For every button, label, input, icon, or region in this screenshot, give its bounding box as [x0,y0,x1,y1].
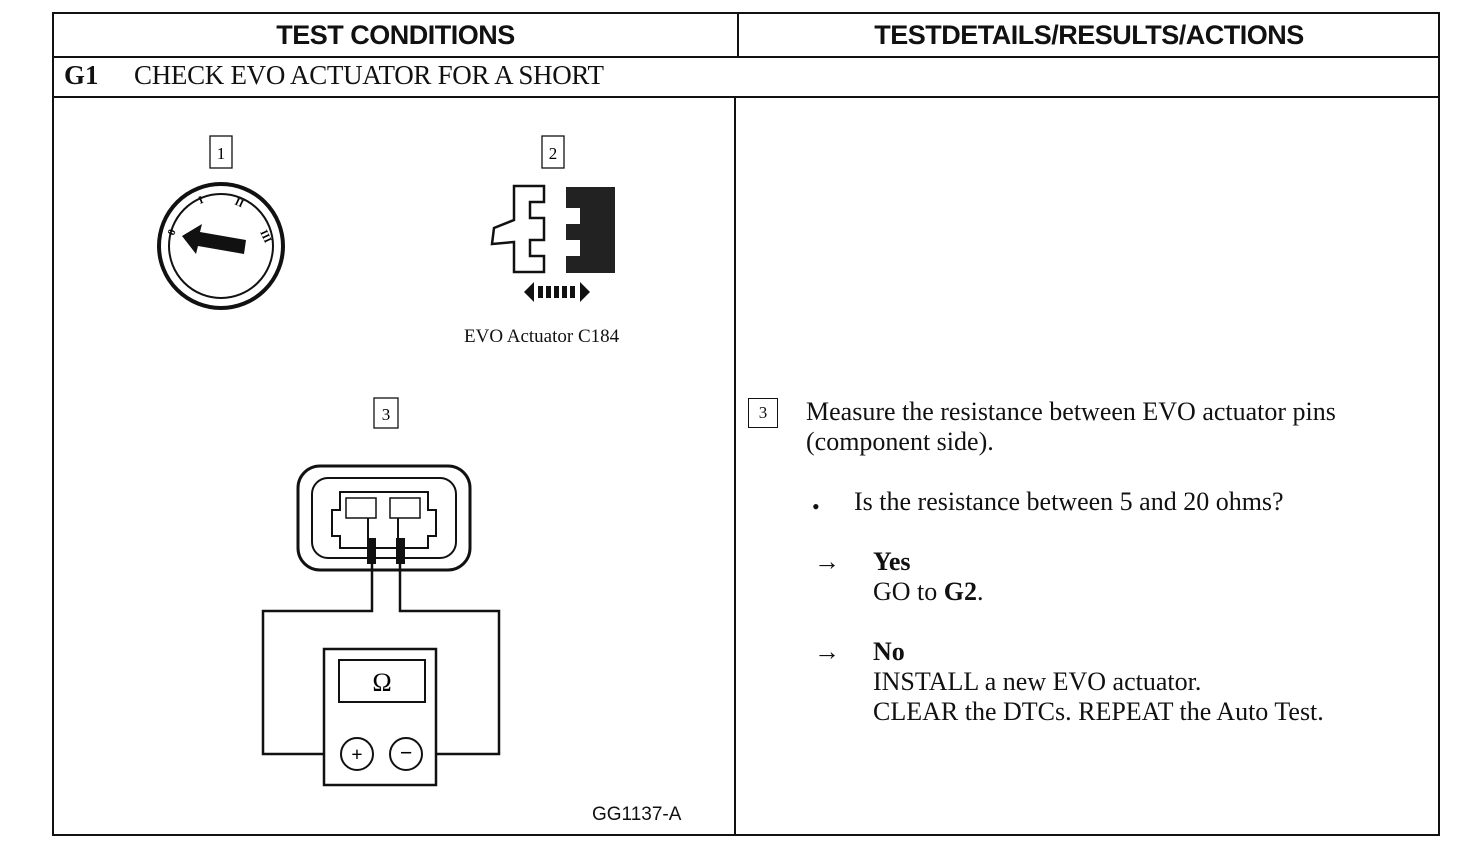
connector-caption: EVO Actuator C184 [464,326,620,347]
yes-label: Yes [873,547,911,576]
section-title: CHECK EVO ACTUATOR FOR A SHORT [134,60,604,90]
header-rule [54,56,1438,58]
step-3-label: 3 [373,397,399,429]
no-arrow-icon: → [814,637,840,666]
ignition-pos-3: III [257,228,273,245]
header-divider [737,14,739,56]
step-2-number: 2 [549,144,558,163]
ohmmeter-icon: Ω + − [322,647,438,787]
no-action-install: INSTALL a new EVO actuator. [873,667,1202,696]
ignition-pos-2: II [233,196,246,210]
ignition-pos-1: I [197,194,205,207]
no-label: No [873,637,905,666]
section-rule [54,96,1438,98]
question-bullet: • [812,494,820,519]
step-1-label: 1 [209,135,233,169]
step-instruction: Measure the resistance between EVO actua… [806,397,1336,456]
svg-text:−: − [400,740,413,765]
connector-disconnect-icon [490,184,615,302]
step-3-number: 3 [382,405,391,424]
column-divider [734,96,736,834]
yes-action: GO to G2. [873,577,984,607]
ignition-key-icon: 0 I II III [157,182,285,310]
step-3-marker: 3 [748,398,778,428]
ohm-symbol: Ω [372,668,391,697]
test-conditions-diagram: 1 0 I II III 2 [157,135,615,787]
header-test-conditions: TEST CONDITIONS [276,19,515,50]
actuator-connector-icon [296,464,472,572]
step-1-number: 1 [217,144,226,163]
figure-id: GG1137-A [592,804,682,825]
test-procedure-sheet: TEST CONDITIONS TESTDETAILS/RESULTS/ACTI… [52,12,1440,836]
no-action-clear: CLEAR the DTCs. REPEAT the Auto Test. [873,697,1324,726]
yes-action-target: G2 [943,577,978,606]
test-question: Is the resistance between 5 and 20 ohms? [854,487,1284,516]
step-2-label: 2 [541,135,565,169]
ignition-pos-0: 0 [166,227,179,237]
section-id: G1 [64,60,99,90]
meter-leads [261,564,501,756]
yes-arrow-icon: → [814,547,840,576]
svg-text:+: + [351,744,362,766]
yes-action-suffix: . [977,577,984,606]
header-test-details: TESTDETAILS/RESULTS/ACTIONS [874,19,1304,50]
yes-action-prefix: GO to [873,577,944,606]
